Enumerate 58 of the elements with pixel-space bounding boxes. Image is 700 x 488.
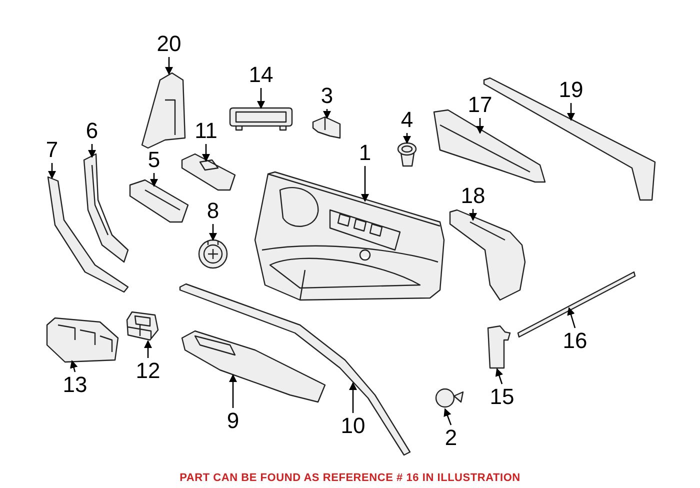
leader-arrow [70, 360, 78, 372]
callout-number: 3 [320, 84, 334, 108]
callout-number: 13 [62, 373, 88, 397]
leader-arrow [403, 133, 411, 144]
leader-arrow [209, 224, 217, 241]
callout-number: 18 [460, 184, 486, 208]
callout-number: 16 [562, 329, 588, 353]
mirror-cover-drawing [141, 72, 186, 149]
window-switch-drawing [126, 311, 159, 341]
bracket-drawing [449, 209, 526, 301]
callout-number: 5 [148, 148, 160, 172]
switch-trim-drawing [129, 179, 189, 223]
callout-number: 7 [46, 138, 58, 162]
clip-drawing [312, 116, 341, 139]
callout-number: 19 [558, 78, 584, 102]
leader-arrow [567, 103, 575, 121]
clip-drawing [487, 325, 511, 369]
leader-arrow [165, 57, 173, 75]
caption: PART CAN BE FOUND AS REFERENCE # 16 IN ILLUSTRATION [180, 471, 520, 486]
callout-number: 12 [136, 359, 160, 383]
leader-arrow [144, 340, 152, 358]
leader-arrow [229, 374, 237, 408]
leader-arrow [495, 368, 503, 384]
callout-number: 6 [86, 119, 98, 143]
trim-strip-drawing [47, 176, 129, 293]
leader-arrow [88, 144, 96, 158]
callout-number: 9 [226, 409, 240, 433]
leader-arrow [361, 166, 369, 202]
leader-arrow [469, 209, 477, 221]
leader-arrow [476, 118, 484, 134]
leader-arrow [567, 307, 576, 328]
leader-arrow [444, 408, 452, 426]
leader-arrow [257, 88, 265, 109]
leader-arrow [349, 382, 357, 413]
leader-arrow [323, 109, 331, 119]
callout-number: 8 [206, 199, 220, 223]
callout-number: 15 [490, 385, 514, 409]
callout-number: 10 [340, 414, 366, 438]
callout-number: 20 [156, 32, 182, 56]
speaker-cover-drawing [198, 239, 228, 269]
leader-arrow [48, 163, 56, 179]
trim-strip-drawing [179, 283, 411, 456]
leader-arrow [150, 173, 158, 187]
push-clip-drawing [435, 388, 464, 408]
grommet-drawing [397, 142, 417, 167]
callout-number: 17 [468, 93, 492, 117]
callout-number: 2 [444, 426, 458, 450]
trim-strip-drawing [83, 153, 129, 263]
callout-number: 1 [358, 141, 372, 165]
handle-cover-drawing [229, 107, 293, 131]
window-switch-drawing [46, 317, 119, 363]
callout-number: 14 [248, 63, 274, 87]
leader-arrow [202, 144, 210, 162]
callout-number: 11 [194, 119, 218, 143]
switch-trim-drawing [181, 153, 236, 191]
door-panel-drawing [254, 171, 445, 301]
callout-number: 4 [400, 108, 414, 132]
armrest-trim-drawing [181, 330, 326, 403]
